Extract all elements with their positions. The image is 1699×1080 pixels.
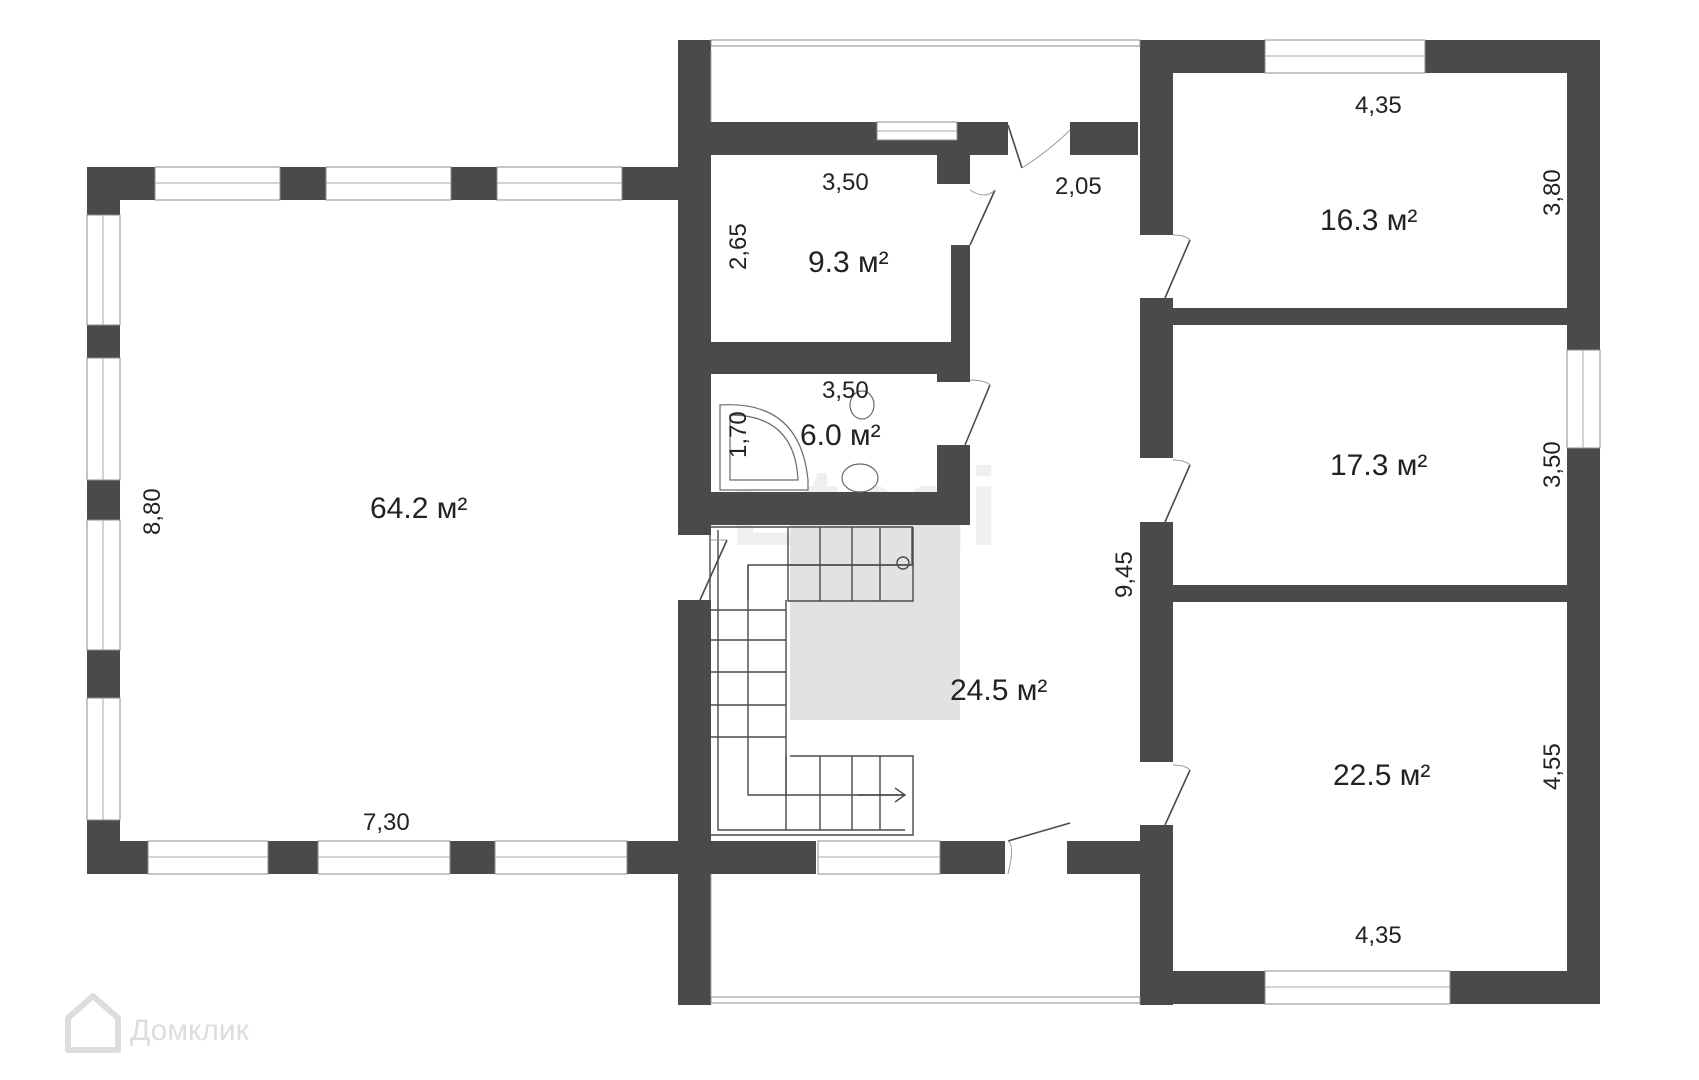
bedroom-top-height: 3,80 xyxy=(1539,169,1566,216)
living-height: 8,80 xyxy=(139,488,166,535)
bathroom-height: 1,70 xyxy=(725,411,752,458)
room-small-width: 3,50 xyxy=(822,169,869,196)
hall-area: 24.5 м² xyxy=(950,674,1047,707)
hall-length: 9,45 xyxy=(1111,551,1138,598)
bathroom-width: 3,50 xyxy=(822,377,869,404)
toilet-icon xyxy=(849,390,875,420)
room-small-area: 9.3 м² xyxy=(808,246,889,279)
bathroom-fixtures xyxy=(719,390,879,493)
bedroom-top-area: 16.3 м² xyxy=(1320,204,1417,237)
staircase xyxy=(700,525,960,836)
bedroom-bottom-width: 4,35 xyxy=(1355,922,1402,949)
hall-width: 2,05 xyxy=(1055,173,1102,200)
doors xyxy=(699,124,1191,875)
house-icon xyxy=(65,993,121,1053)
bedroom-middle-height: 3,50 xyxy=(1539,441,1566,488)
brand-logo: Домклик xyxy=(65,993,250,1053)
sink-icon xyxy=(841,463,879,493)
living-area: 64.2 м² xyxy=(370,492,467,525)
bathroom-area: 6.0 м² xyxy=(800,419,881,452)
bedroom-bottom-area: 22.5 м² xyxy=(1333,759,1430,792)
brand-name: Домклик xyxy=(130,1014,250,1047)
room-small-height: 2,65 xyxy=(725,223,752,270)
bedroom-bottom-height: 4,55 xyxy=(1539,743,1566,790)
living-width: 7,30 xyxy=(363,809,410,836)
bedroom-middle-area: 17.3 м² xyxy=(1330,449,1427,482)
balcony-glazing xyxy=(710,39,1141,1004)
windows xyxy=(86,39,1601,1005)
bedroom-top-width: 4,35 xyxy=(1355,92,1402,119)
